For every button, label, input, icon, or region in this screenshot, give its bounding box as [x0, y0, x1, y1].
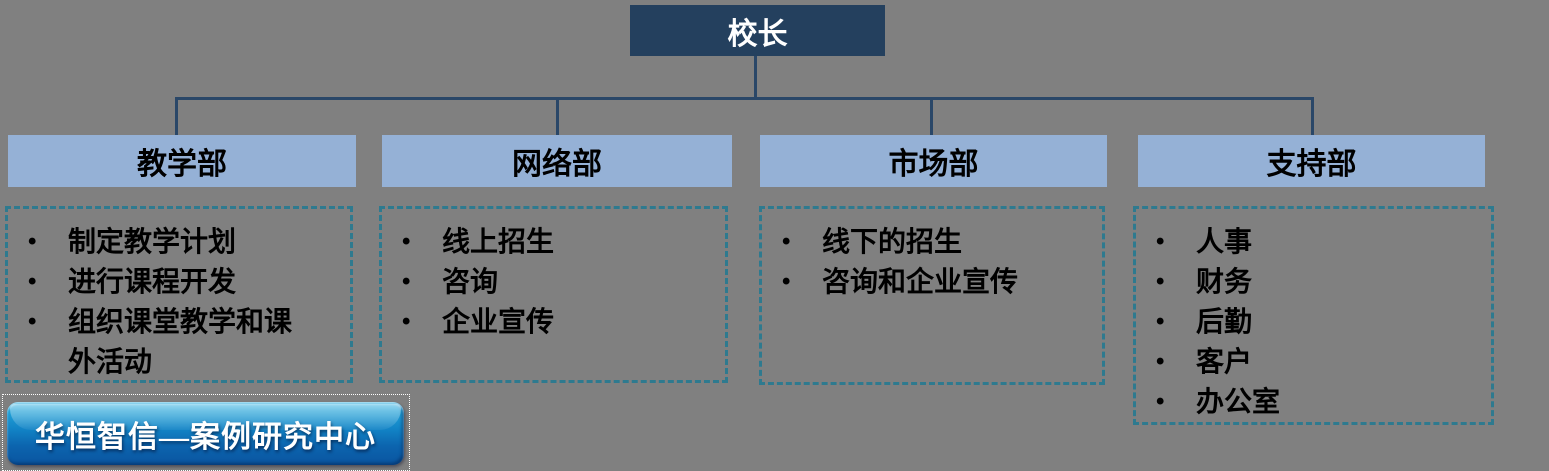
- duty-text: 制定教学计划: [68, 226, 237, 257]
- dept-label: 市场部: [888, 148, 979, 181]
- list-item: • 组织课堂教学和课外活动: [8, 302, 350, 382]
- root-node-principal: 校长: [630, 5, 885, 56]
- list-item: • 后勤: [1136, 302, 1491, 342]
- bullet-icon: •: [402, 228, 411, 255]
- list-item: • 制定教学计划: [8, 222, 350, 262]
- root-node-label: 校长: [727, 17, 788, 51]
- dept-label: 教学部: [137, 148, 227, 181]
- list-item: • 咨询: [382, 262, 725, 302]
- duty-list-network: • 线上招生 • 咨询 • 企业宣传: [379, 206, 728, 383]
- duty-text: 财务: [1196, 266, 1253, 297]
- bullet-icon: •: [28, 228, 37, 255]
- bullet-icon: •: [782, 268, 791, 295]
- bullet-icon: •: [402, 268, 411, 295]
- dept-label: 支持部: [1266, 148, 1357, 181]
- duty-text: 咨询: [442, 266, 499, 297]
- connector-root-vertical: [754, 56, 757, 98]
- bullet-icon: •: [402, 308, 411, 335]
- dept-node-marketing: 市场部: [760, 135, 1107, 187]
- duty-text: 线下的招生: [822, 226, 963, 257]
- dept-label: 网络部: [512, 148, 602, 181]
- bullet-icon: •: [1156, 228, 1165, 255]
- bullet-icon: •: [782, 228, 791, 255]
- list-item: • 客户: [1136, 342, 1491, 382]
- list-item: • 线下的招生: [762, 222, 1102, 262]
- dept-node-network: 网络部: [382, 135, 732, 187]
- connector-drop-marketing: [930, 99, 933, 135]
- bullet-icon: •: [1156, 348, 1165, 375]
- list-item: • 进行课程开发: [8, 262, 350, 302]
- duty-text: 组织课堂教学和课外活动: [68, 306, 293, 377]
- list-item: • 人事: [1136, 222, 1491, 262]
- duty-text: 咨询和企业宣传: [822, 266, 1019, 297]
- list-item: • 企业宣传: [382, 302, 725, 342]
- dept-node-support: 支持部: [1138, 135, 1485, 187]
- bullet-icon: •: [1156, 268, 1165, 295]
- brand-badge-label: 华恒智信—案例研究中心: [35, 420, 376, 454]
- duty-list-marketing: • 线下的招生 • 咨询和企业宣传: [759, 206, 1105, 385]
- bullet-icon: •: [1156, 308, 1165, 335]
- duty-text: 线上招生: [442, 226, 555, 257]
- brand-badge: 华恒智信—案例研究中心: [7, 402, 404, 465]
- list-item: • 财务: [1136, 262, 1491, 302]
- dept-node-teaching: 教学部: [8, 135, 356, 187]
- bullet-icon: •: [28, 308, 37, 335]
- duty-list-support: • 人事 • 财务 • 后勤 • 客户 • 办公室: [1133, 206, 1494, 425]
- connector-drop-support: [1311, 99, 1314, 135]
- list-item: • 办公室: [1136, 382, 1491, 422]
- duty-text: 后勤: [1196, 306, 1253, 337]
- bullet-icon: •: [28, 268, 37, 295]
- brand-badge-frame: 华恒智信—案例研究中心: [2, 394, 410, 471]
- duty-text: 企业宣传: [442, 306, 555, 337]
- connector-drop-network: [556, 99, 559, 135]
- connector-drop-teaching: [175, 99, 178, 135]
- duty-text: 客户: [1196, 346, 1253, 377]
- bullet-icon: •: [1156, 388, 1165, 415]
- connector-horizontal-bar: [175, 97, 1314, 100]
- duty-text: 进行课程开发: [68, 266, 237, 297]
- duty-text: 人事: [1196, 226, 1253, 257]
- list-item: • 咨询和企业宣传: [762, 262, 1102, 302]
- duty-text: 办公室: [1196, 386, 1281, 417]
- duty-list-teaching: • 制定教学计划 • 进行课程开发 • 组织课堂教学和课外活动: [5, 206, 353, 383]
- list-item: • 线上招生: [382, 222, 725, 262]
